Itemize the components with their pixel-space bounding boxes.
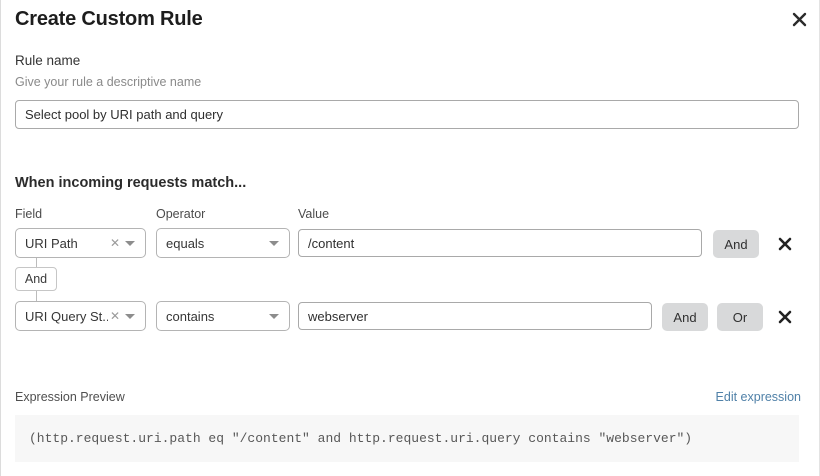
column-label-operator: Operator xyxy=(156,207,206,221)
page-title: Create Custom Rule xyxy=(15,8,203,30)
chevron-down-icon xyxy=(125,313,135,319)
clear-field-icon[interactable]: ✕ xyxy=(109,309,120,323)
delete-condition-row-1-button[interactable] xyxy=(774,233,796,255)
operator-select-row-2[interactable]: contains xyxy=(156,301,290,331)
delete-condition-row-2-button[interactable] xyxy=(774,306,796,328)
field-select-row-2-label: URI Query St... xyxy=(25,308,108,324)
field-select-row-2[interactable]: URI Query St... ✕ xyxy=(15,301,146,331)
operator-select-row-2-label: contains xyxy=(166,308,215,324)
logic-or-button-row-2[interactable]: Or xyxy=(717,303,763,331)
close-icon xyxy=(778,310,792,324)
operator-select-row-1[interactable]: equals xyxy=(156,228,290,258)
edit-expression-link[interactable]: Edit expression xyxy=(715,390,801,404)
value-input-row-2[interactable] xyxy=(298,302,652,330)
chevron-down-icon xyxy=(269,313,279,319)
logic-and-button-row-2[interactable]: And xyxy=(662,303,708,331)
rule-name-input[interactable] xyxy=(15,100,799,129)
field-select-row-1-label: URI Path xyxy=(25,235,78,251)
close-icon xyxy=(778,237,792,251)
operator-select-row-1-label: equals xyxy=(166,235,205,251)
rule-name-helper-text: Give your rule a descriptive name xyxy=(15,75,202,89)
field-select-row-1[interactable]: URI Path ✕ xyxy=(15,228,146,258)
column-label-field: Field xyxy=(15,207,43,221)
chevron-down-icon xyxy=(269,240,279,246)
conditions-heading: When incoming requests match... xyxy=(15,175,247,191)
connector-line-top xyxy=(36,258,37,269)
connector-line-bottom xyxy=(36,291,37,302)
clear-field-icon[interactable]: ✕ xyxy=(109,236,120,250)
close-dialog-button[interactable] xyxy=(786,6,812,32)
column-label-value: Value xyxy=(298,207,330,221)
close-icon xyxy=(792,12,806,26)
chevron-down-icon xyxy=(125,240,135,246)
rule-name-label: Rule name xyxy=(15,53,81,68)
group-connector-and-badge[interactable]: And xyxy=(15,267,57,291)
logic-and-button-row-1[interactable]: And xyxy=(713,230,759,258)
value-input-row-1[interactable] xyxy=(298,229,702,257)
expression-preview-label: Expression Preview xyxy=(15,390,125,404)
expression-preview-code: (http.request.uri.path eq "/content" and… xyxy=(15,415,799,462)
